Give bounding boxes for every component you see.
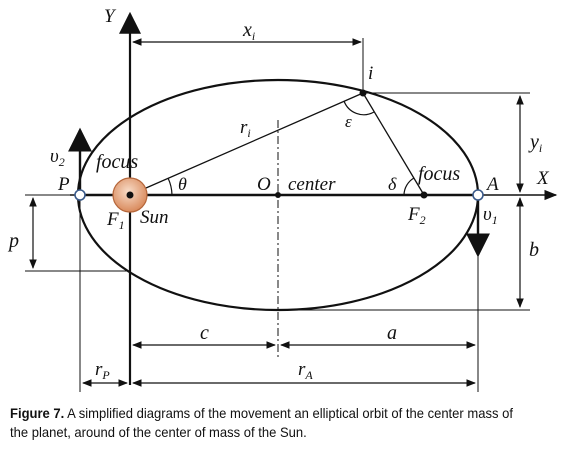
label-sun: Sun (140, 207, 169, 228)
point-i-dot (359, 89, 367, 97)
label-F2: F2 (407, 204, 426, 227)
aphelion-A-marker (472, 189, 484, 201)
focus-F2-dot (420, 191, 428, 199)
orbit-diagram: Y X xi i ri ε yi υ2 focus P θ O center δ… (7, 6, 558, 392)
label-c: c (200, 322, 209, 344)
center-O-dot (275, 192, 281, 198)
label-rA: rA (298, 359, 313, 382)
perihelion-P-marker (74, 189, 86, 201)
label-theta: θ (178, 174, 187, 194)
label-rP: rP (95, 359, 110, 382)
angle-epsilon-arc (343, 100, 375, 116)
label-i: i (368, 63, 373, 84)
figure-caption: Figure 7. A simplified diagrams of the m… (10, 404, 526, 442)
label-Y: Y (104, 6, 117, 27)
label-F1: F1 (106, 209, 125, 232)
label-v1: υ1 (483, 204, 498, 227)
label-ri: ri (240, 117, 251, 140)
label-epsilon: ε (345, 112, 352, 131)
label-xi: xi (242, 19, 255, 43)
label-p: p (7, 230, 19, 252)
label-X: X (536, 168, 550, 189)
radius-ri (129, 92, 364, 196)
focus-F1-dot (126, 191, 134, 199)
label-focus-left: focus (96, 151, 138, 173)
label-v2: υ2 (50, 146, 65, 169)
angle-theta-arc (167, 177, 173, 196)
label-A: A (485, 174, 499, 195)
label-center: center (288, 174, 336, 195)
label-b: b (529, 239, 539, 261)
caption-text: A simplified diagrams of the movement an… (10, 405, 513, 440)
caption-label: Figure 7. (10, 405, 65, 421)
label-a: a (387, 322, 397, 344)
label-delta: δ (388, 174, 397, 194)
angle-delta-arc (403, 177, 415, 196)
label-O: O (257, 174, 271, 195)
label-focus-right: focus (418, 163, 460, 185)
label-yi: yi (528, 131, 542, 155)
label-P: P (57, 174, 70, 195)
